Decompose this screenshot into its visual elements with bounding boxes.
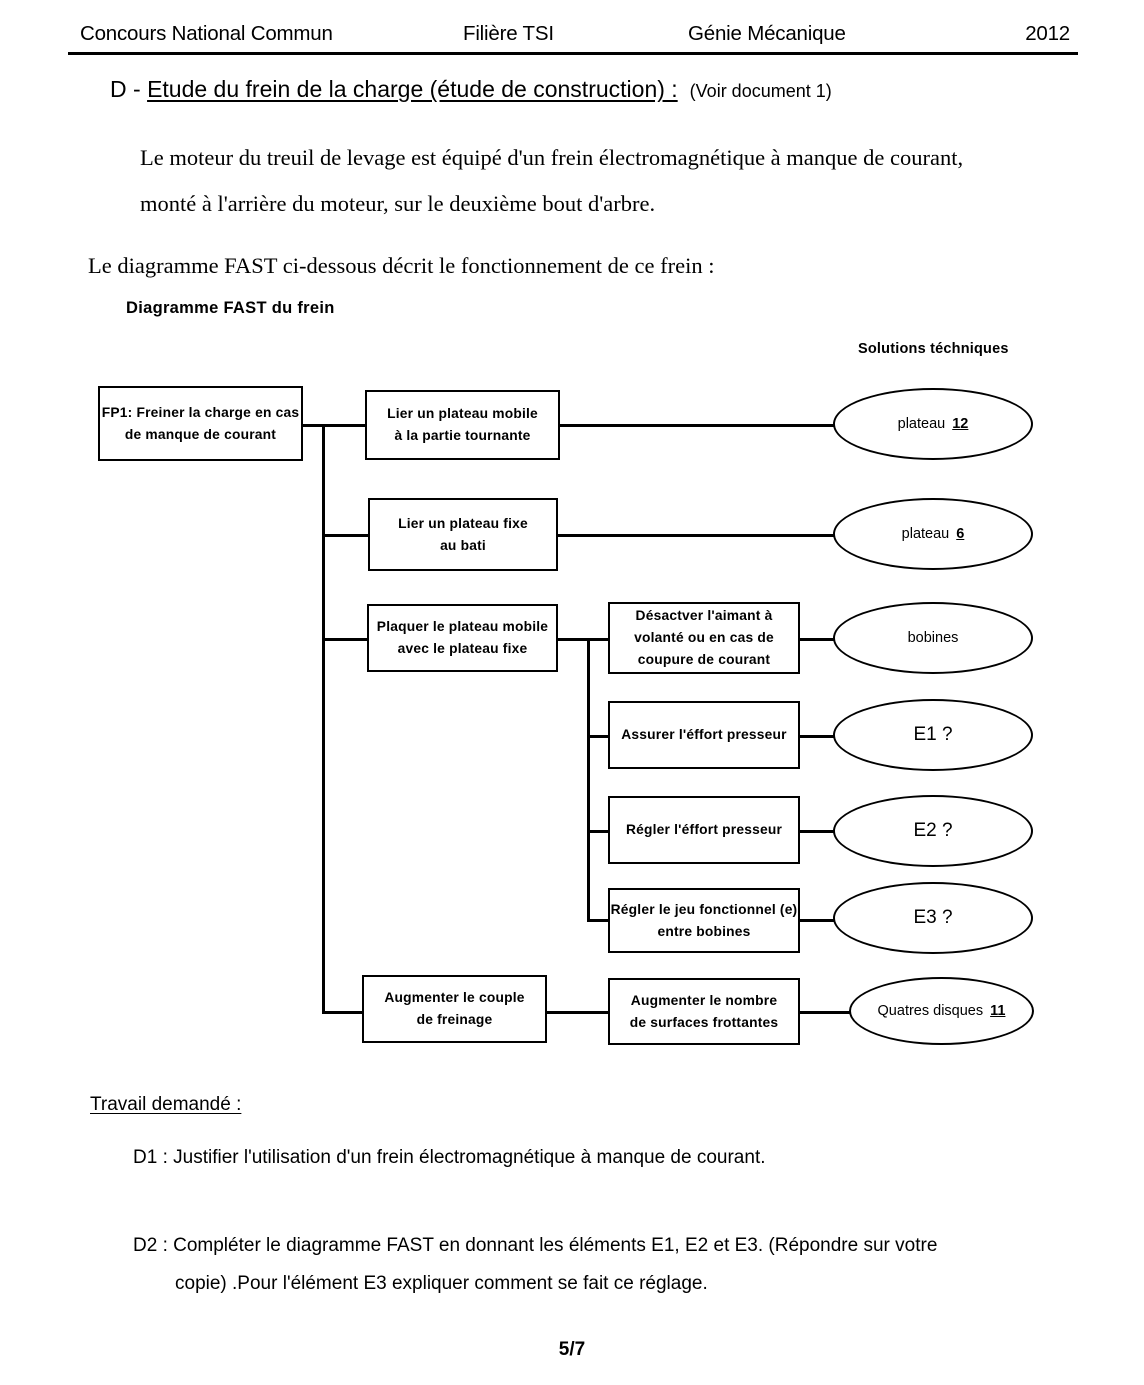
solution-1-label: plateau [897, 416, 946, 432]
fast-function-box-1: Lier un plateau mobile à la partie tourn… [365, 390, 560, 460]
fast-function-4-line-1: Augmenter le couple [384, 990, 525, 1005]
section-marker: D - [110, 76, 148, 102]
solution-6-label: E3 ? [913, 907, 953, 928]
header-divider [68, 52, 1078, 55]
connector-main-trunk [322, 424, 325, 1013]
connector-bottom-sub-to-solution [798, 1011, 852, 1014]
fast-function-1-line-2: à la partie tournante [394, 428, 531, 443]
connector-sub-trunk [587, 638, 590, 921]
work-item-d2-line-2: copie) .Pour l'élément E3 expliquer comm… [175, 1273, 708, 1294]
fast-subfunction-5-line-1: Augmenter le nombre [630, 992, 778, 1008]
fast-diagram-caption: Diagramme FAST du frein [126, 299, 335, 317]
connector-sub2-to-solution [798, 735, 836, 738]
solution-2-label: plateau [901, 526, 950, 542]
fast-root-line-1: FP1: Freiner la charge en cas [101, 404, 300, 420]
fast-subfunction-4-line-2: entre bobines [657, 923, 751, 939]
connector-box2-to-solution [558, 534, 835, 537]
connector-box1-to-solution [558, 424, 835, 427]
solution-7-label: Quatres disques [877, 1003, 984, 1019]
connector-branch-3 [322, 638, 367, 641]
fast-solution-ellipse-4: E1 ? [833, 699, 1033, 771]
header-discipline: Génie Mécanique [688, 22, 846, 45]
section-title-text: Etude du frein de la charge (étude de co… [147, 76, 678, 102]
fast-subfunction-1-line-2: volanté ou en cas de [634, 630, 774, 645]
solution-1-number: 12 [952, 416, 969, 432]
connector-sub-branch-4 [587, 919, 609, 922]
page-number: 5/7 [558, 1339, 586, 1360]
fast-function-2-line-1: Lier un plateau fixe [398, 515, 528, 531]
section-heading: D - Etude du frein de la charge (étude d… [110, 76, 832, 103]
fast-root-box: FP1: Freiner la charge en cas de manque … [98, 386, 303, 461]
solution-7-number: 11 [990, 1003, 1006, 1019]
fast-solution-ellipse-2: plateau 6 [833, 498, 1033, 570]
fast-function-2-line-2: au bati [440, 537, 486, 553]
fast-subfunction-1-line-1: Désactver l'aimant à [635, 608, 773, 623]
fast-function-3-line-2: avec le plateau fixe [397, 641, 528, 656]
connector-bottom-box-to-sub [546, 1011, 609, 1014]
fast-root-line-2: de manque de courant [124, 426, 277, 442]
fast-function-box-3: Plaquer le plateau mobile avec le platea… [367, 604, 558, 672]
solution-3-label: bobines [907, 630, 959, 646]
section-note: (Voir document 1) [689, 81, 832, 101]
fast-subfunction-4-line-1: Régler le jeu fonctionnel (e) [610, 901, 798, 917]
fast-function-3-line-1: Plaquer le plateau mobile [376, 619, 549, 634]
fast-function-box-4: Augmenter le couple de freinage [362, 975, 547, 1043]
fast-subfunction-box-5: Augmenter le nombre de surfaces frottant… [608, 978, 800, 1045]
header-exam-name: Concours National Commun [80, 22, 333, 45]
fast-function-4-line-2: de freinage [416, 1012, 493, 1027]
connector-sub-stub [558, 638, 590, 641]
fast-function-box-2: Lier un plateau fixe au bati [368, 498, 558, 571]
solutions-column-label: Solutions téchniques [858, 341, 1009, 357]
work-section-title: Travail demandé : [90, 1094, 242, 1115]
connector-branch-4 [322, 1011, 364, 1014]
connector-sub-branch-2 [587, 735, 609, 738]
solution-4-label: E1 ? [913, 724, 953, 745]
intro-line-2: monté à l'arrière du moteur, sur le deux… [140, 191, 656, 216]
connector-sub-branch-1 [587, 638, 609, 641]
fast-subfunction-3-line-1: Régler l'éffort presseur [625, 822, 783, 837]
fast-solution-ellipse-5: E2 ? [833, 795, 1033, 867]
intro-line-1: Le moteur du treuil de levage est équipé… [140, 145, 964, 170]
fast-subfunction-box-2: Assurer l'éffort presseur [608, 701, 800, 769]
fast-solution-ellipse-7: Quatres disques 11 [849, 977, 1034, 1045]
solution-2-number: 6 [956, 526, 965, 542]
connector-sub-branch-3 [587, 830, 609, 833]
fast-subfunction-5-line-2: de surfaces frottantes [629, 1014, 779, 1030]
fast-subfunction-box-1: Désactver l'aimant à volanté ou en cas d… [608, 602, 800, 674]
fast-solution-ellipse-1: plateau 12 [833, 388, 1033, 460]
connector-sub3-to-solution [798, 830, 836, 833]
connector-root-stub [303, 424, 325, 427]
connector-sub4-to-solution [798, 919, 836, 922]
fast-solution-ellipse-3: bobines [833, 602, 1033, 674]
work-item-d1: D1 : Justifier l'utilisation d'un frein … [133, 1147, 766, 1168]
intro-line-3: Le diagramme FAST ci-dessous décrit le f… [88, 253, 715, 278]
work-item-d2-line-1: D2 : Compléter le diagramme FAST en donn… [133, 1235, 938, 1256]
page-header: Concours National Commun Filière TSI Gén… [68, 22, 1078, 52]
fast-subfunction-2-line-1: Assurer l'éffort presseur [621, 727, 787, 742]
fast-subfunction-box-4: Régler le jeu fonctionnel (e) entre bobi… [608, 888, 800, 953]
solution-5-label: E2 ? [913, 820, 953, 841]
connector-sub1-to-solution [798, 638, 836, 641]
header-track: Filière TSI [463, 22, 554, 45]
header-year: 2012 [1025, 22, 1070, 45]
fast-subfunction-box-3: Régler l'éffort presseur [608, 796, 800, 864]
fast-diagram: FP1: Freiner la charge en cas de manque … [0, 280, 1144, 1070]
connector-branch-1 [322, 424, 367, 427]
fast-function-1-line-1: Lier un plateau mobile [387, 406, 538, 421]
fast-subfunction-1-line-3: coupure de courant [637, 652, 771, 667]
connector-branch-2 [322, 534, 369, 537]
fast-solution-ellipse-6: E3 ? [833, 882, 1033, 954]
